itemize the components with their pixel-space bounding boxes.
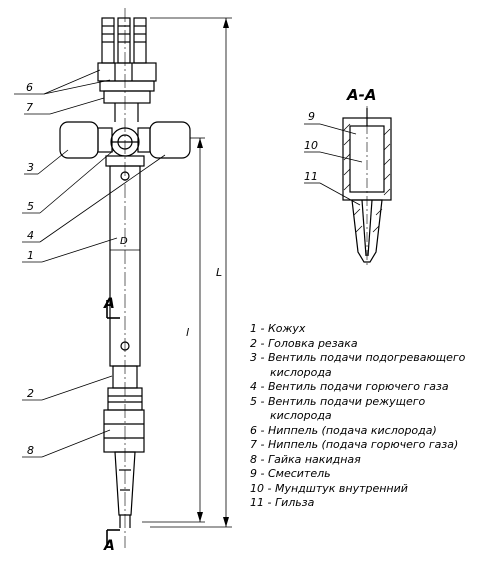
legend-item: 4 - Вентиль подачи горючего газа: [250, 380, 449, 393]
legend-item-text: Кожух: [267, 322, 306, 335]
legend-item-number: 10: [250, 481, 264, 495]
legend-item-number: 4: [250, 380, 257, 393]
legend-item-number: 1: [250, 322, 257, 335]
legend-item-continuation: кислорода: [270, 365, 332, 379]
callout-3: 3: [27, 161, 34, 174]
legend-item: 5 - Вентиль подачи режущего: [250, 394, 426, 408]
legend-item-text: Смеситель: [267, 467, 331, 480]
legend-item: 9 - Смеситель: [250, 467, 331, 480]
legend-item: 10 - Мундштук внутренний: [250, 481, 408, 495]
legend-item: 11 - Гильза: [250, 496, 315, 509]
section-title: А-А: [347, 86, 377, 104]
legend-item: 2 - Головка резака: [250, 336, 358, 350]
legend-item: 7 - Ниппель (подача горючего газа): [250, 438, 459, 451]
legend-item-text: Мундштук внутренний: [274, 481, 408, 495]
legend-item-text: Ниппель (подача кислорода): [267, 423, 437, 437]
callout-6: 6: [26, 81, 33, 94]
callout-5: 5: [27, 200, 34, 213]
legend-item-text: Головка резака: [267, 336, 358, 350]
legend-item-number: 9: [250, 467, 257, 480]
leader-lines: [14, 69, 363, 458]
legend-item: 6 - Ниппель (подача кислорода): [250, 423, 437, 437]
legend-item-text: Гайка накидная: [267, 452, 361, 466]
callout-4: 4: [27, 229, 34, 242]
section-marker-bottom: А: [104, 538, 115, 554]
legend-item-number: 8: [250, 452, 257, 466]
nipple-group: [97, 17, 157, 122]
legend-item-text: Вентиль подачи режущего: [267, 394, 426, 408]
section-cut-markers: [106, 300, 120, 546]
callout-8: 8: [27, 444, 34, 457]
dimension-lines: [110, 17, 232, 528]
legend-item: 3 - Вентиль подачи подогревающего: [250, 351, 466, 364]
dimension-diameter: D: [120, 236, 128, 247]
callout-11: 11: [304, 170, 318, 183]
callout-10: 10: [304, 139, 318, 152]
body-tube: [103, 165, 145, 528]
legend-item-number: 3: [250, 351, 257, 364]
section-hatching: [343, 123, 391, 233]
legend-item-text: Вентиль подачи подогревающего: [267, 351, 466, 364]
dimension-working-length: l: [186, 326, 190, 339]
legend-item-text: Ниппель (подача горючего газа): [267, 438, 459, 451]
legend-item-text: Вентиль подачи горючего газа: [267, 380, 449, 393]
legend-item-text: Гильза: [274, 496, 315, 509]
callout-9: 9: [308, 110, 315, 123]
legend-item-number: 11: [250, 496, 264, 509]
callout-7: 7: [26, 101, 33, 114]
dimension-arrows: [197, 18, 229, 527]
legend-item-number: 2: [250, 336, 257, 350]
legend-item: 1 - Кожух: [250, 322, 306, 335]
section-marker-top: А: [104, 296, 115, 312]
callout-2: 2: [27, 387, 34, 400]
legend-item-number: 6: [250, 423, 257, 437]
dimension-total-length: L: [216, 266, 223, 279]
legend-item: 8 - Гайка накидная: [250, 452, 361, 466]
legend-item-number: 5: [250, 394, 257, 408]
legend-item-number: 7: [250, 438, 257, 451]
callout-1: 1: [27, 249, 34, 262]
legend-item-continuation: кислорода: [270, 409, 332, 422]
